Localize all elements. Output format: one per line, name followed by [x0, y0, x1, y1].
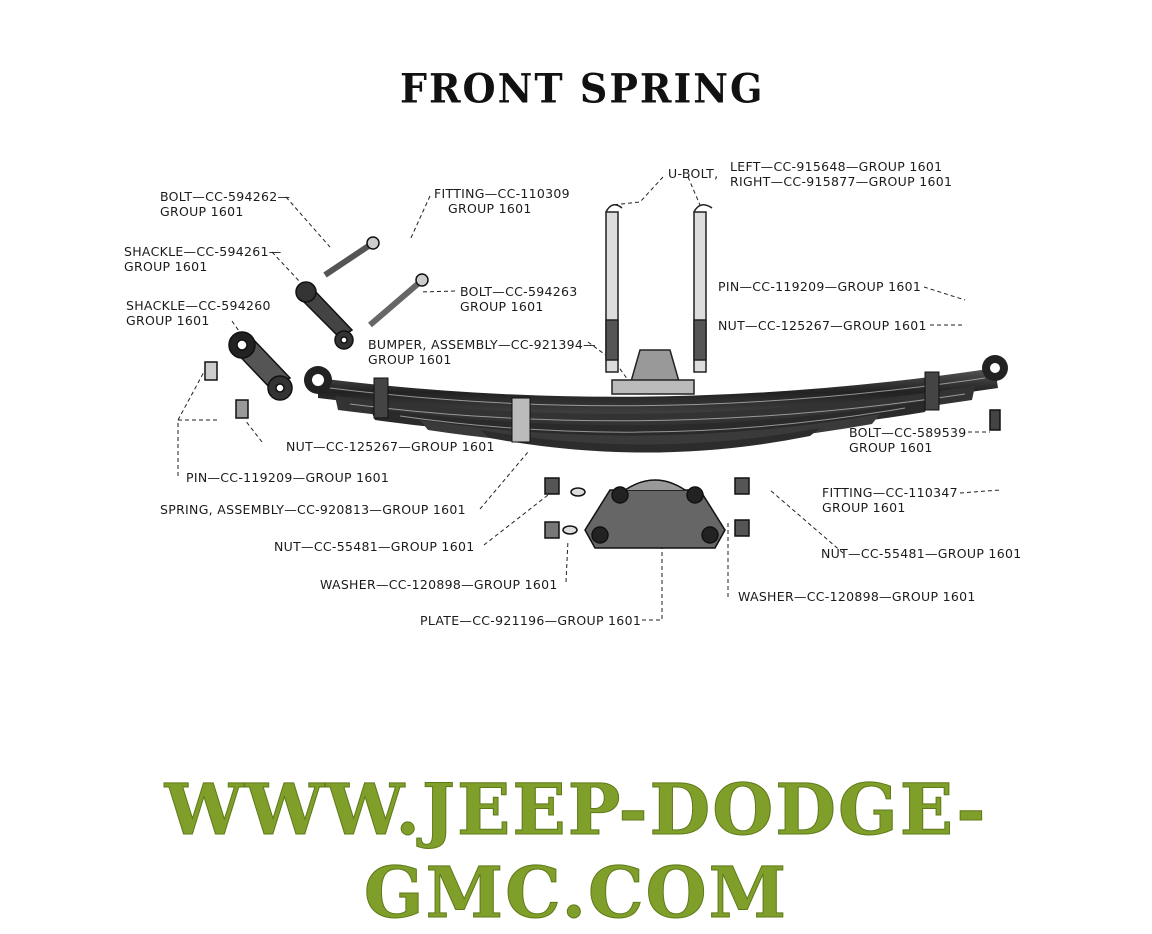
label-line: RIGHT—CC-915877—GROUP 1601	[730, 174, 953, 189]
label-u-bolt: U-BOLT,	[668, 166, 719, 181]
label-line: GROUP 1601	[368, 352, 452, 367]
label-fitting-110309: FITTING—CC-110309 GROUP 1601	[434, 186, 570, 216]
diagram-title: FRONT SPRING	[400, 64, 765, 113]
front-spring-diagram: FRONT SPRING	[124, 64, 1022, 934]
label-washer-120898-right: WASHER—CC-120898—GROUP 1601	[738, 589, 976, 604]
label-fitting-110347: FITTING—CC-110347 GROUP 1601	[822, 485, 958, 515]
label-line: GROUP 1601	[448, 201, 532, 216]
label-line: SHACKLE—CC-594261—	[124, 244, 282, 259]
label-washer-120898-left: WASHER—CC-120898—GROUP 1601	[320, 577, 558, 592]
label-line: GROUP 1601	[160, 204, 244, 219]
label-u-bolt-sides: LEFT—CC-915648—GROUP 1601 RIGHT—CC-91587…	[730, 159, 952, 189]
shackles	[204, 236, 429, 419]
label-line: GROUP 1601	[822, 500, 906, 515]
spring-illustration	[177, 176, 1008, 621]
label-pin-119209-right: PIN—CC-119209—GROUP 1601	[718, 279, 922, 294]
label-line: BOLT—CC-594262—	[160, 189, 291, 204]
label-line: FITTING—CC-110347	[822, 485, 958, 500]
website-footer: WWW.JEEP-DODGE-GMC.COM	[0, 768, 1152, 934]
label-line: GROUP 1601	[460, 299, 544, 314]
footer-text: WWW.JEEP-DODGE-GMC.COM	[164, 768, 988, 934]
bumper	[611, 349, 695, 395]
label-line: FITTING—CC-110309	[434, 186, 570, 201]
label-bolt-594262: BOLT—CC-594262— GROUP 1601	[160, 189, 290, 219]
label-spring-assembly: SPRING, ASSEMBLY—CC-920813—GROUP 1601	[160, 502, 466, 517]
label-line: GROUP 1601	[126, 313, 210, 328]
label-line: GROUP 1601	[849, 440, 933, 455]
label-nut-125267-right: NUT—CC-125267—GROUP 1601	[718, 318, 927, 333]
leader-lines	[177, 176, 1001, 621]
leaf-spring	[304, 355, 1008, 453]
label-line: SHACKLE—CC-594260	[126, 298, 271, 313]
label-nut-55481-right: NUT—CC-55481—GROUP 1601	[821, 546, 1022, 561]
u-bolts	[605, 204, 713, 373]
nuts-washers	[544, 409, 1001, 539]
label-line: LEFT—CC-915648—GROUP 1601	[730, 159, 943, 174]
label-shackle-594261: SHACKLE—CC-594261— GROUP 1601	[124, 244, 282, 274]
label-pin-119209-left: PIN—CC-119209—GROUP 1601	[186, 470, 390, 485]
label-line: BOLT—CC-589539	[849, 425, 967, 440]
label-line: BUMPER, ASSEMBLY—CC-921394—	[368, 337, 596, 352]
label-nut-55481-left: NUT—CC-55481—GROUP 1601	[274, 539, 475, 554]
label-bolt-589539: BOLT—CC-589539 GROUP 1601	[849, 425, 966, 455]
label-bolt-594263: BOLT—CC-594263 GROUP 1601	[460, 284, 577, 314]
label-bumper-assembly: BUMPER, ASSEMBLY—CC-921394— GROUP 1601	[368, 337, 596, 367]
label-nut-125267-left: NUT—CC-125267—GROUP 1601	[286, 439, 495, 454]
label-plate-921196: PLATE—CC-921196—GROUP 1601	[420, 613, 642, 628]
label-line: BOLT—CC-594263	[460, 284, 578, 299]
spring-plate	[584, 479, 726, 549]
label-line: GROUP 1601	[124, 259, 208, 274]
label-shackle-594260: SHACKLE—CC-594260 GROUP 1601	[126, 298, 271, 328]
